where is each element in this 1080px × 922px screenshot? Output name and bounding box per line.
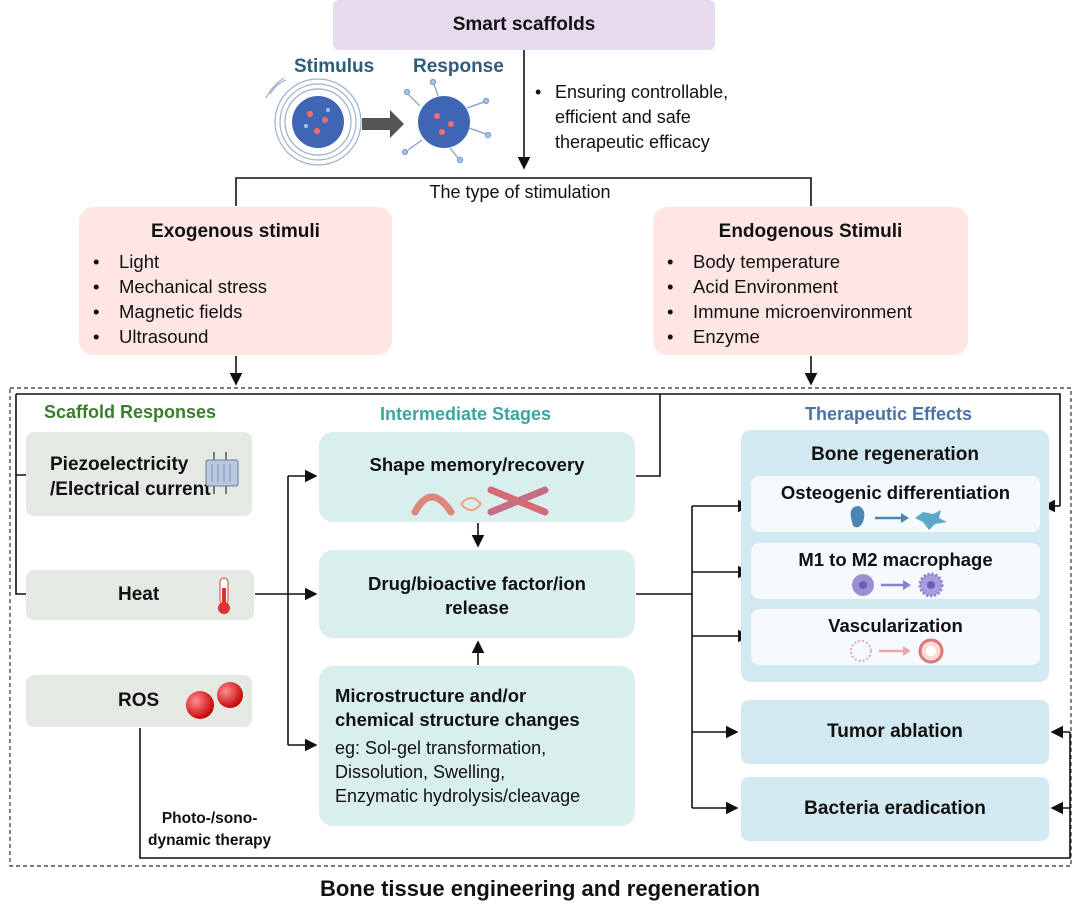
response-label: Response	[413, 56, 504, 77]
stimulus-label: Stimulus	[294, 56, 375, 77]
microstructure-title-1: Microstructure and/or	[335, 685, 527, 706]
intermediate-stages-title: Intermediate Stages	[378, 404, 554, 425]
macrophage-label: M1 to M2 macrophage	[798, 549, 993, 570]
scaffold-responses-title: Scaffold Responses	[42, 402, 219, 423]
footer-title: Bone tissue engineering and regeneration	[319, 876, 761, 901]
endogenous-list: Body temperature Acid Environment Immune…	[653, 249, 968, 349]
therapy-line-2: dynamic therapy	[148, 832, 272, 849]
exogenous-stimuli-box: Exogenous stimuli Light Mechanical stres…	[79, 207, 392, 355]
microstructure-box: Microstructure and/or chemical structure…	[319, 666, 635, 826]
heat-box: Heat	[26, 570, 254, 620]
exogenous-list: Light Mechanical stress Magnetic fields …	[79, 249, 392, 349]
note-line-1: Ensuring controllable,	[555, 82, 729, 102]
ros-label: ROS	[118, 690, 160, 711]
microstructure-body-3: Enzymatic hydrolysis/cleavage	[335, 786, 581, 806]
list-item: Acid Environment	[693, 274, 968, 299]
smart-scaffolds-label: Smart scaffolds	[452, 14, 596, 35]
photo-sono-therapy-label: Photo-/sono- dynamic therapy	[148, 808, 272, 852]
piezoelectricity-box: Piezoelectricity /Electrical current	[26, 432, 252, 516]
list-item: Body temperature	[693, 249, 968, 274]
note-line-3: therapeutic efficacy	[555, 132, 710, 152]
stimulation-type-label: The type of stimulation	[0, 182, 1040, 203]
piezo-line-2: /Electrical current	[50, 479, 211, 500]
microstructure-title-2: chemical structure changes	[335, 709, 580, 730]
scaffold-sphere-icon	[292, 96, 344, 148]
shape-memory-box: Shape memory/recovery	[319, 432, 635, 522]
list-item: Immune microenvironment	[693, 299, 968, 324]
bacteria-eradication-box: Bacteria eradication	[741, 777, 1049, 841]
wave-rings-icon	[265, 77, 362, 166]
tumor-ablation-label: Tumor ablation	[827, 721, 963, 742]
piezo-chip-icon	[205, 452, 239, 494]
microstructure-body-1: eg: Sol-gel transformation,	[335, 738, 547, 758]
list-item: Enzyme	[693, 324, 968, 349]
stimulus-response-illustration	[265, 77, 492, 166]
endogenous-title: Endogenous Stimuli	[718, 221, 903, 242]
drug-release-line-1: Drug/bioactive factor/ion	[368, 573, 586, 594]
vascularization-label: Vascularization	[828, 615, 963, 636]
drug-release-box: Drug/bioactive factor/ion release	[319, 550, 635, 638]
list-item: Ultrasound	[119, 324, 392, 349]
shape-memory-label: Shape memory/recovery	[369, 454, 585, 475]
osteogenic-cells-icon	[850, 506, 947, 530]
gray-arrow-icon	[362, 110, 404, 138]
vessel-icon	[850, 638, 944, 664]
bacteria-eradication-label: Bacteria eradication	[804, 798, 986, 819]
heat-label: Heat	[118, 584, 160, 605]
endogenous-stimuli-box: Endogenous Stimuli Body temperature Acid…	[653, 207, 968, 355]
smart-scaffolds-box: Smart scaffolds	[333, 0, 715, 50]
therapy-line-1: Photo-/sono-	[161, 810, 258, 827]
ros-spheres-icon	[186, 682, 243, 719]
drug-release-line-2: release	[445, 597, 509, 618]
bone-regeneration-label: Bone regeneration	[811, 444, 979, 465]
ros-box: ROS	[26, 675, 252, 727]
exogenous-title: Exogenous stimuli	[151, 221, 320, 242]
vascularization-box: Vascularization	[751, 609, 1040, 665]
list-item: Mechanical stress	[119, 274, 392, 299]
therapeutic-effects-title: Therapeutic Effects	[803, 404, 975, 425]
list-item: Light	[119, 249, 392, 274]
shape-memory-icon	[411, 486, 549, 516]
thermometer-icon	[218, 577, 230, 614]
response-sphere-icon	[418, 96, 470, 148]
macrophage-cells-icon	[852, 572, 944, 598]
piezo-line-1: Piezoelectricity	[50, 454, 189, 475]
note-line-2: efficient and safe	[555, 107, 691, 127]
note-bullet: •	[535, 82, 542, 102]
osteogenic-label: Osteogenic differentiation	[780, 482, 1011, 503]
list-item: Magnetic fields	[119, 299, 392, 324]
microstructure-body-2: Dissolution, Swelling,	[335, 762, 506, 782]
macrophage-box: M1 to M2 macrophage	[751, 543, 1040, 599]
osteogenic-box: Osteogenic differentiation	[751, 476, 1040, 532]
efficacy-note: • Ensuring controllable, efficient and sa…	[535, 80, 728, 155]
tumor-ablation-box: Tumor ablation	[741, 700, 1049, 764]
